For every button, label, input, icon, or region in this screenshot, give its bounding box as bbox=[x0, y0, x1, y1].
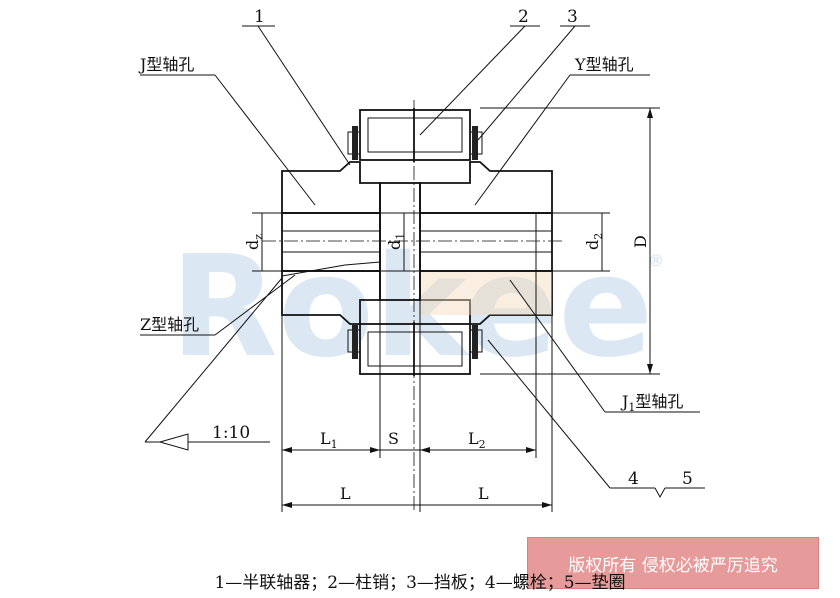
watermark: Rokee ® bbox=[170, 226, 664, 389]
bottom-pin-assembly bbox=[347, 322, 483, 376]
part-2-label: 2 bbox=[518, 7, 529, 27]
leader-lines bbox=[140, 25, 705, 499]
dimension-labels: L1 S L2 L L D dz d1 d2 bbox=[243, 233, 650, 503]
copyright-text: 版权所有 侵权必被严厉追究 bbox=[568, 555, 778, 576]
taper-label: 1:10 bbox=[212, 423, 250, 443]
dim-s: S bbox=[388, 429, 399, 448]
part-5-label: 5 bbox=[682, 469, 693, 489]
dim-d2: d2 bbox=[583, 233, 605, 250]
j1-bore-label: J1型轴孔 bbox=[620, 392, 683, 414]
dim-l-right: L bbox=[478, 484, 489, 503]
dim-l1: L1 bbox=[320, 429, 338, 451]
top-pin-assembly bbox=[347, 108, 483, 162]
part-labels: 1 2 3 4 5 J型轴孔 Y型轴孔 Z型轴孔 J1型轴孔 1:10 bbox=[138, 7, 693, 489]
dim-dz: dz bbox=[243, 234, 265, 250]
dim-l2: L2 bbox=[468, 429, 486, 451]
dim-d1: d1 bbox=[385, 233, 407, 250]
dim-d: D bbox=[631, 235, 650, 248]
parts-caption: 1—半联轴器；2—柱销；3—挡板；4—螺栓；5—垫圈 bbox=[214, 573, 626, 593]
dimension-lines bbox=[252, 107, 660, 512]
part-4-label: 4 bbox=[628, 469, 639, 489]
watermark-logo: Rokee bbox=[170, 226, 653, 389]
dim-l-left: L bbox=[340, 484, 351, 503]
y-bore-label: Y型轴孔 bbox=[574, 55, 634, 74]
copyright-badge: 版权所有 侵权必被严厉追究 bbox=[527, 537, 819, 589]
part-3-label: 3 bbox=[567, 7, 578, 27]
part-1-label: 1 bbox=[254, 7, 265, 27]
z-bore-label: Z型轴孔 bbox=[140, 315, 199, 334]
center-disc bbox=[379, 182, 421, 301]
watermark-registered-mark: ® bbox=[648, 251, 664, 270]
left-half-coupling bbox=[281, 161, 381, 325]
j-bore-label: J型轴孔 bbox=[138, 55, 194, 74]
